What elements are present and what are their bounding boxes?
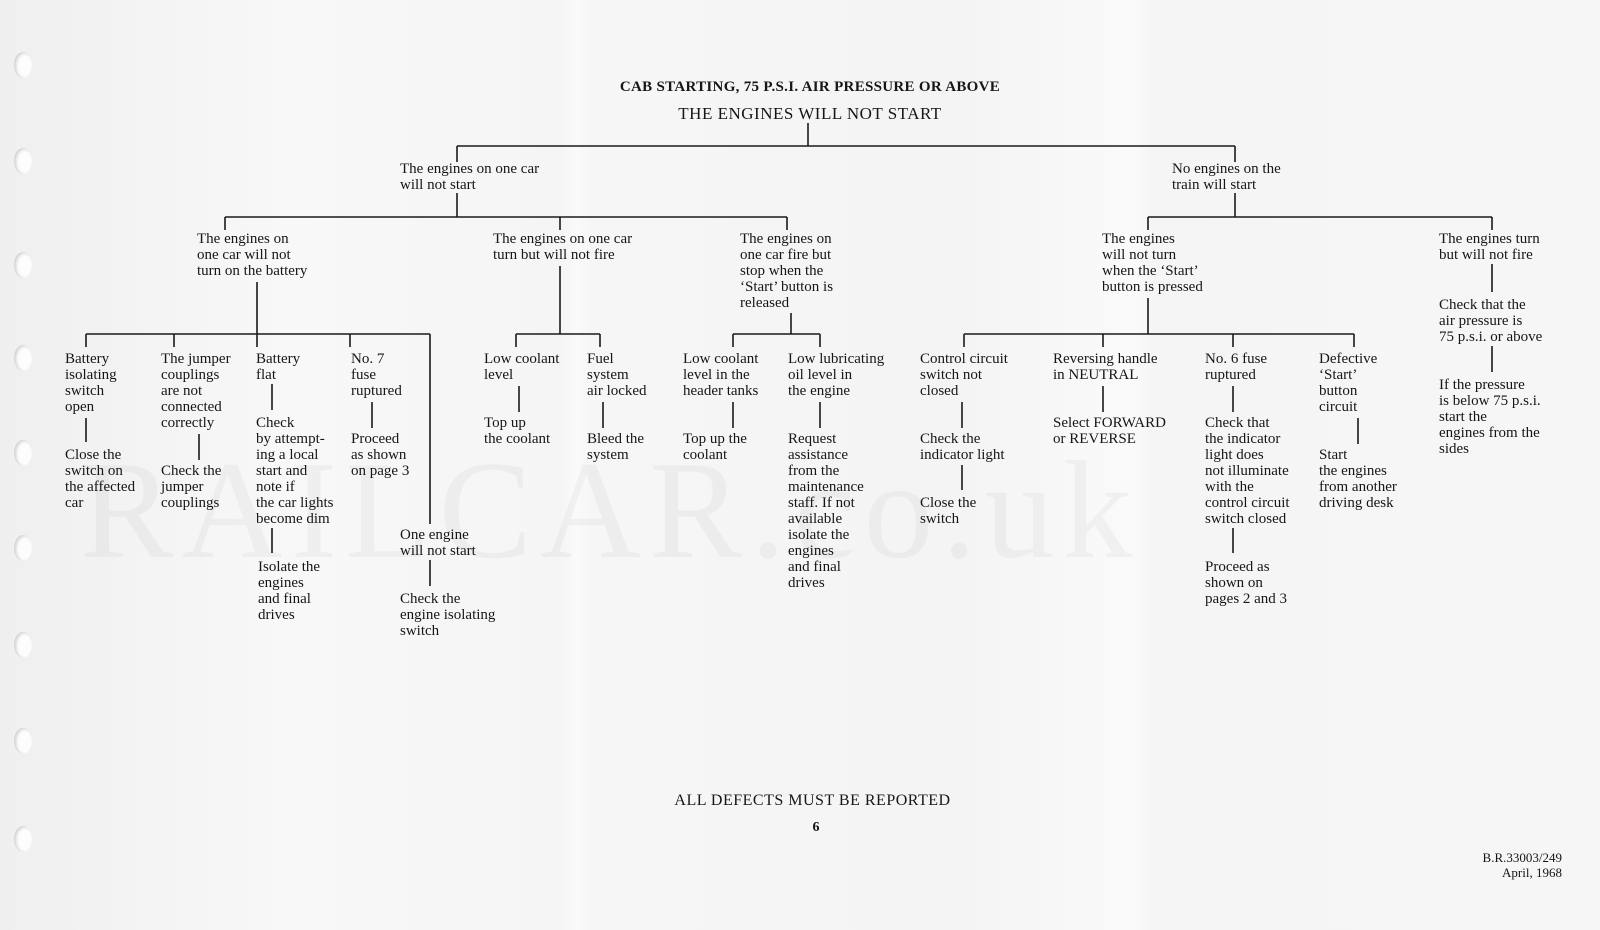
node-check-attempting: Check by attempt- ing a local start and … (256, 415, 334, 527)
node-fire-but-stop: The engines on one car fire but stop whe… (740, 231, 834, 311)
page-title: CAB STARTING, 75 P.S.I. AIR PRESSURE OR … (619, 79, 1001, 95)
page-number: 6 (812, 820, 820, 835)
node-battery-flat: Battery flat (256, 351, 301, 383)
node-jumper-couplings: The jumper couplings are not connected c… (161, 351, 231, 431)
node-control-circuit: Control circuit switch not closed (920, 351, 1008, 399)
document-reference: B.R.33003/249 April, 1968 (1482, 850, 1562, 880)
punch-hole (14, 728, 32, 754)
node-isolate-engines: Isolate the engines and final drives (258, 559, 321, 623)
node-low-coolant: Low coolant level (484, 351, 560, 383)
node-top-up-coolant-2: Top up the coolant (683, 431, 747, 463)
node-check-indicator: Check the indicator light (920, 431, 1005, 463)
node-no7-fuse: No. 7 fuse ruptured (351, 351, 402, 399)
node-no-engines: No engines on the train will start (1172, 161, 1281, 193)
node-check-air: Check that the air pressure is 75 p.s.i.… (1439, 297, 1543, 345)
node-one-car: The engines on one car will not start (400, 161, 540, 193)
node-defective-start: Defective ‘Start’ button circuit (1319, 351, 1378, 415)
node-not-turn-battery: The engines on one car will not turn on … (197, 231, 308, 279)
node-one-engine: One engine will not start (400, 527, 476, 559)
node-check-jumper: Check the jumper couplings (161, 463, 222, 511)
node-battery-isolating: Battery isolating switch open (65, 351, 117, 415)
page-subtitle: THE ENGINES WILL NOT START (678, 104, 942, 123)
punch-hole (14, 252, 32, 278)
node-not-turn-start: The engines will not turn when the ‘Star… (1102, 231, 1203, 295)
punch-hole (14, 535, 32, 561)
node-top-up-coolant: Top up the coolant (484, 415, 551, 447)
punch-hole (14, 826, 32, 852)
node-reversing-handle: Reversing handle in NEUTRAL (1053, 351, 1158, 383)
node-if-pressure: If the pressure is below 75 p.s.i. start… (1439, 377, 1541, 457)
node-turn-not-fire-train: The engines turn but will not fire (1439, 231, 1540, 263)
node-close-switch: Close the switch on the affected car (65, 447, 136, 511)
node-select-forward: Select FORWARD or REVERSE (1053, 415, 1166, 447)
punch-hole (14, 52, 32, 78)
node-fuel-air-locked: Fuel system air locked (587, 351, 647, 399)
node-close-the-switch: Close the switch (920, 495, 977, 527)
node-start-another: Start the engines from another driving d… (1319, 447, 1397, 511)
node-bleed-system: Bleed the system (587, 431, 645, 463)
node-request-assistance: Request assistance from the maintenance … (788, 431, 864, 591)
footer-notice: ALL DEFECTS MUST BE REPORTED (674, 792, 951, 809)
punch-hole (14, 148, 32, 174)
punch-hole (14, 440, 32, 466)
node-low-coolant-header: Low coolant level in the header tanks (683, 351, 759, 399)
node-low-lub-oil: Low lubricating oil level in the engine (788, 351, 885, 399)
punch-hole (14, 632, 32, 658)
node-check-indicator-light: Check that the indicator light does not … (1205, 415, 1290, 527)
punch-hole (14, 345, 32, 371)
node-check-isolating: Check the engine isolating switch (400, 591, 496, 639)
node-proceed-page3: Proceed as shown on page 3 (351, 431, 410, 479)
node-proceed-pages23: Proceed as shown on pages 2 and 3 (1205, 559, 1288, 607)
node-turn-not-fire-one: The engines on one car turn but will not… (493, 231, 633, 263)
node-no6-fuse: No. 6 fuse ruptured (1205, 351, 1268, 383)
